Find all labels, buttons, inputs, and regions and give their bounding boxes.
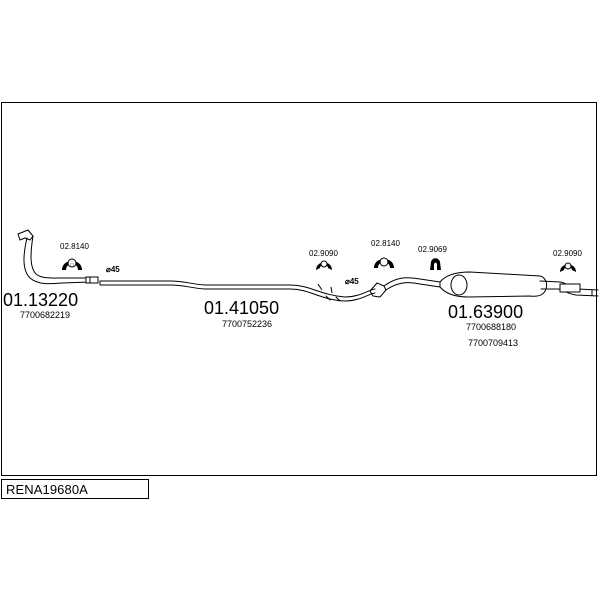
clamp-icon	[430, 258, 441, 270]
part-number: 01.41050	[204, 298, 279, 318]
intermediate-pipe	[99, 280, 376, 302]
part-number: 01.13220	[3, 290, 78, 310]
oem-number: 7700752236	[222, 319, 272, 329]
front-pipe	[17, 229, 99, 285]
part-number: 01.63900	[448, 302, 523, 322]
svg-text:◯: ◯	[70, 262, 75, 267]
gasket-icon: ◯	[62, 258, 82, 270]
diagram-frame	[1, 102, 597, 476]
diameter-label: ⌀45	[106, 265, 120, 274]
rubber-hanger-icon	[560, 262, 576, 272]
oem-number: 7700688180	[466, 322, 516, 332]
fitting-label: 02.8140	[371, 239, 400, 248]
diameter-label: ⌀45	[345, 277, 359, 286]
rear-silencer	[439, 271, 599, 298]
model-code: RENA19680A	[6, 482, 88, 497]
gasket-icon	[374, 257, 394, 268]
fitting-label: 02.9069	[418, 245, 447, 254]
joint-section	[369, 277, 441, 298]
fitting-label: 02.9090	[309, 249, 338, 258]
rubber-hanger-icon	[316, 260, 332, 270]
fitting-label: 02.9090	[553, 249, 582, 258]
model-code-box: RENA19680A	[1, 479, 149, 499]
oem-number: 7700682219	[20, 310, 70, 320]
oem-number: 7700709413	[468, 338, 518, 348]
fitting-label: 02.8140	[60, 242, 89, 251]
